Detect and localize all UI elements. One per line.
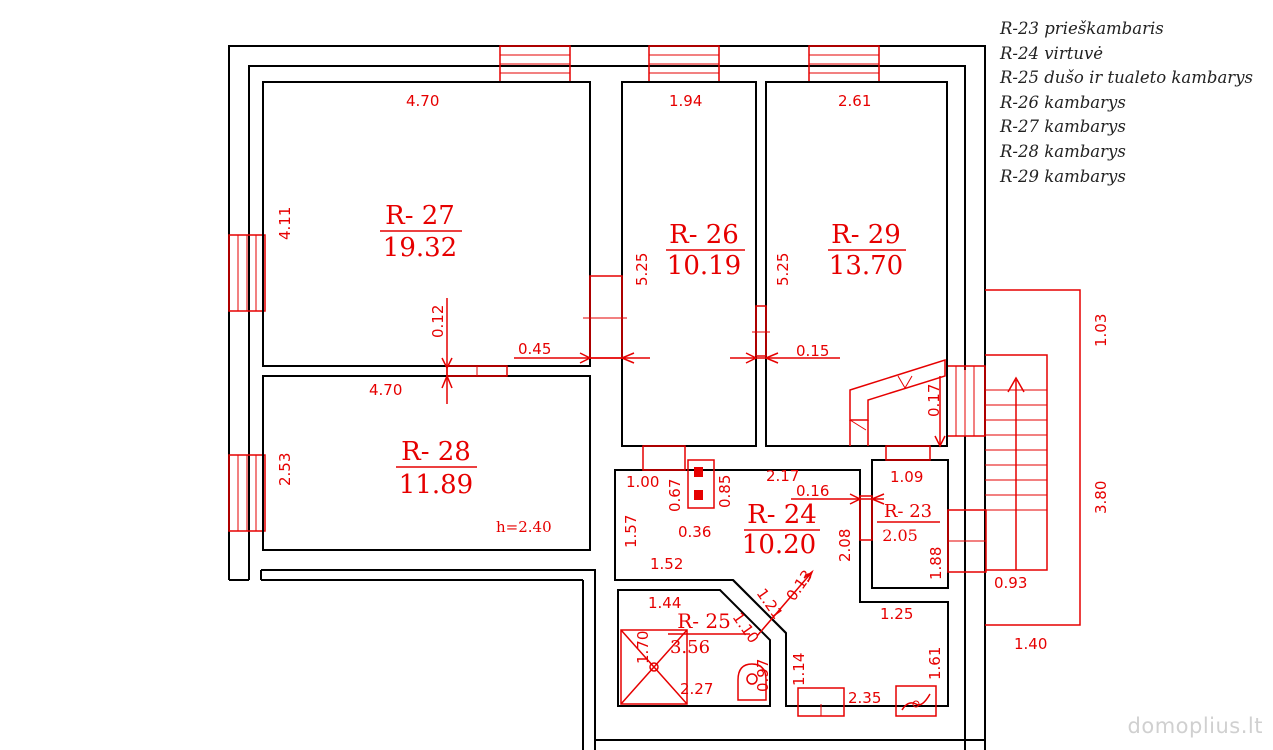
toilet bbox=[737, 663, 767, 701]
room-r26-area: 10.19 bbox=[667, 251, 741, 281]
room-legend: R-23 prieškambaris R-24 virtuvė R-25 duš… bbox=[1000, 17, 1253, 189]
dim-r28-height: 2.53 bbox=[276, 453, 294, 486]
room-r29-outline bbox=[765, 81, 948, 447]
room-r23-label: R- 23 2.05 bbox=[877, 501, 940, 545]
dim-r26-width: 1.94 bbox=[669, 92, 702, 110]
room-r27-id: R- 27 bbox=[385, 201, 455, 231]
door-r24-r23 bbox=[859, 495, 873, 541]
dim-wall-012: 0.12 bbox=[429, 305, 447, 338]
dim-kitchen-085: 0.85 bbox=[716, 475, 734, 508]
dim-r25-144: 1.44 bbox=[648, 594, 681, 612]
kitchen-sink bbox=[895, 685, 937, 717]
room-r25-area: 3.56 bbox=[670, 637, 710, 658]
shower-tray bbox=[620, 629, 688, 705]
dim-kitchen-067: 0.67 bbox=[666, 479, 684, 512]
outer-walls bbox=[228, 45, 986, 750]
room-r24-area: 10.20 bbox=[742, 530, 816, 560]
dim-r25-227: 2.27 bbox=[680, 680, 713, 698]
legend-item-r29: R-29 kambarys bbox=[1000, 166, 1126, 186]
room-r27-outline bbox=[262, 81, 591, 367]
dim-kitchen-157: 1.57 bbox=[622, 515, 640, 548]
legend-item-r25: R-25 dušo ir tualeto kambarys bbox=[1000, 68, 1253, 88]
dim-kitchen-036: 0.36 bbox=[678, 523, 711, 541]
door-r26-r29 bbox=[755, 305, 767, 357]
window-right bbox=[946, 365, 986, 437]
dim-kitchen-161: 1.61 bbox=[926, 647, 944, 680]
dim-kitchen-114: 1.14 bbox=[790, 653, 808, 686]
dim-stair-093: 0.93 bbox=[994, 574, 1027, 592]
dim-stair-140: 1.40 bbox=[1014, 635, 1047, 653]
room-r23-id: R- 23 bbox=[884, 501, 932, 522]
room-r25-id: R- 25 bbox=[677, 609, 731, 633]
dim-kitchen-208: 2.08 bbox=[836, 529, 854, 562]
window-top-middle bbox=[648, 45, 720, 83]
room-r28-label: R- 28 11.89 bbox=[396, 437, 477, 500]
room-r24-id: R- 24 bbox=[747, 500, 817, 530]
room-r29-id: R- 29 bbox=[831, 220, 901, 250]
kitchen-counter bbox=[797, 687, 845, 717]
legend-item-r27: R-27 kambarys bbox=[1000, 117, 1126, 137]
room-r28-outline bbox=[262, 375, 591, 551]
dimension-markers bbox=[441, 298, 946, 637]
dim-r25-170: 1.70 bbox=[634, 631, 652, 664]
dim-kitchen-217: 2.17 bbox=[766, 467, 799, 485]
dim-r25-097: 0.97 bbox=[754, 659, 772, 692]
dim-stair-103: 1.03 bbox=[1092, 314, 1110, 347]
dim-stair-380: 3.80 bbox=[1092, 481, 1110, 514]
dim-r29-width: 2.61 bbox=[838, 92, 871, 110]
legend-item-r26: R-26 kambarys bbox=[1000, 92, 1126, 112]
dim-kitchen-152: 1.52 bbox=[650, 555, 683, 573]
room-r27-label: R- 27 19.32 bbox=[380, 201, 462, 263]
legend-item-r28: R-28 kambarys bbox=[1000, 141, 1126, 161]
windows bbox=[228, 45, 986, 532]
dim-r23-height: 1.88 bbox=[927, 547, 945, 580]
dim-wall-015: 0.15 bbox=[796, 342, 829, 360]
room-r29-area: 13.70 bbox=[829, 251, 903, 281]
staircase bbox=[849, 289, 1081, 626]
window-top-left bbox=[499, 45, 571, 83]
window-top-right bbox=[808, 45, 880, 83]
door-r26-r24 bbox=[642, 445, 686, 471]
door-r27-r26 bbox=[589, 275, 623, 359]
door-r29-r23 bbox=[885, 445, 931, 461]
dim-kitchen-125: 1.25 bbox=[880, 605, 913, 623]
dim-diag-110: 1.10 bbox=[729, 609, 763, 647]
room-r28-area: 11.89 bbox=[399, 470, 473, 500]
room-r26-label: R- 26 10.19 bbox=[666, 220, 745, 281]
chimney bbox=[687, 459, 715, 509]
room-r24-label: R- 24 10.20 bbox=[742, 500, 820, 560]
window-left-upper bbox=[228, 234, 266, 312]
watermark: domoplius.lt bbox=[1127, 714, 1263, 738]
dim-r26-height: 5.25 bbox=[633, 253, 651, 286]
room-r25-outline bbox=[617, 589, 771, 707]
ceiling-height-label: h=2.40 bbox=[496, 518, 552, 536]
dim-r27-width: 4.70 bbox=[406, 92, 439, 110]
room-r29-label: R- 29 13.70 bbox=[828, 220, 906, 281]
dim-kitchen-016: 0.16 bbox=[796, 482, 829, 500]
dim-kitchen-100: 1.00 bbox=[626, 473, 659, 491]
dim-r28-width: 4.70 bbox=[369, 381, 402, 399]
room-r28-id: R- 28 bbox=[401, 437, 471, 467]
legend-item-r23: R-23 prieškambaris bbox=[1000, 19, 1164, 38]
room-r26-outline bbox=[621, 81, 757, 447]
room-walls bbox=[262, 81, 949, 707]
room-r27-area: 19.32 bbox=[383, 233, 457, 263]
room-r25-label: R- 25 3.56 bbox=[668, 609, 750, 658]
dim-stair-017: 0.17 bbox=[925, 384, 943, 417]
room-r23-area: 2.05 bbox=[882, 526, 918, 545]
dim-r29-height: 5.25 bbox=[774, 253, 792, 286]
window-left-lower bbox=[228, 454, 266, 532]
room-r26-id: R- 26 bbox=[669, 220, 739, 250]
dim-kitchen-235: 2.35 bbox=[848, 689, 881, 707]
dim-r23-width: 1.09 bbox=[890, 468, 923, 486]
dim-r27-height: 4.11 bbox=[276, 207, 294, 240]
legend-item-r24: R-24 virtuvė bbox=[1000, 43, 1104, 63]
dim-wall-045: 0.45 bbox=[518, 340, 551, 358]
fixtures bbox=[620, 629, 937, 717]
